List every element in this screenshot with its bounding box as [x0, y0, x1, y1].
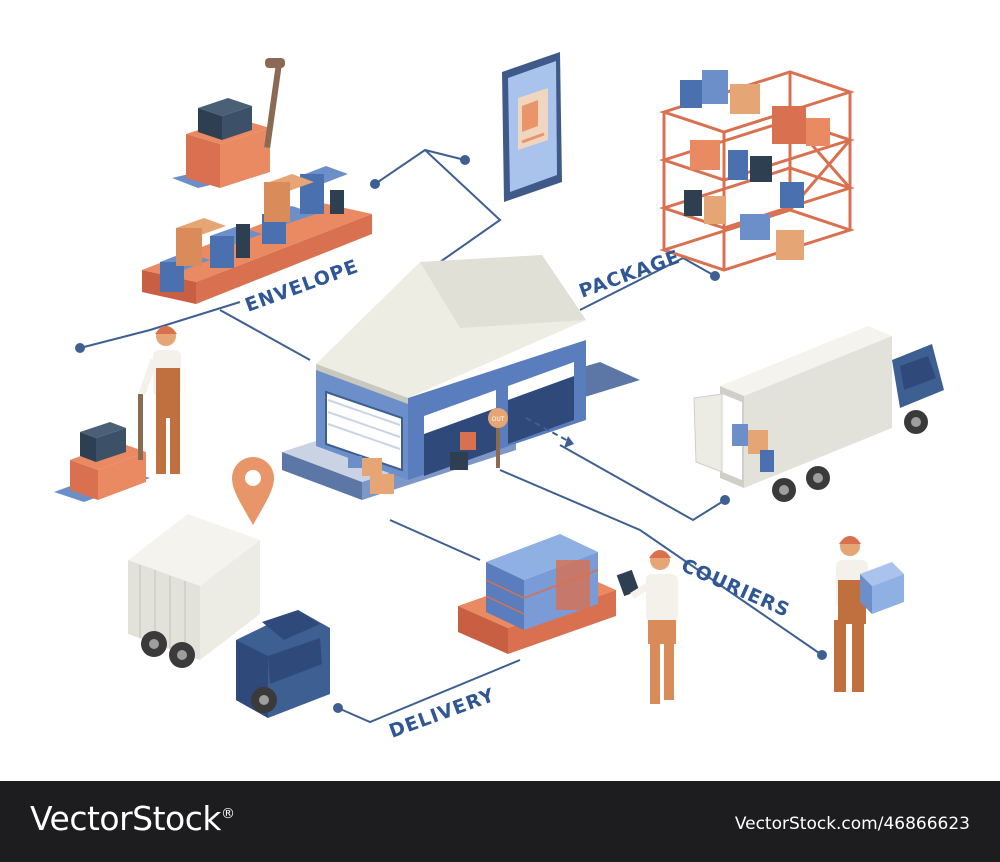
infographic-canvas: OUT	[54, 52, 944, 743]
label-package: PACKAGE	[576, 246, 683, 303]
sign-out-text: OUT	[492, 416, 505, 423]
brand-name: VectorStock	[30, 799, 222, 838]
delivery-pallet	[458, 534, 616, 654]
watermark-footer: VectorStock® VectorStock.com/46866623	[0, 781, 1000, 862]
warehouse-building: OUT	[282, 255, 640, 500]
courier-with-box	[834, 536, 904, 692]
trademark-symbol: ®	[221, 806, 235, 822]
location-pin-icon	[232, 457, 274, 525]
envelope-pallet	[142, 166, 372, 304]
image-id-text: VectorStock.com/46866623	[734, 814, 970, 834]
label-couriers: COURIERS	[678, 554, 793, 621]
worker-with-pallet-jack	[54, 326, 181, 502]
truck-right	[693, 326, 944, 502]
connector-dots	[75, 155, 827, 713]
courier-with-tablet	[616, 550, 678, 704]
vectorstock-logo: VectorStock®	[30, 799, 235, 838]
storage-shelf	[659, 70, 855, 272]
truck-bottom-left	[128, 514, 330, 718]
smartphone-icon	[502, 52, 562, 202]
pallet-jack-top	[172, 58, 285, 188]
connector-lines	[79, 148, 823, 724]
